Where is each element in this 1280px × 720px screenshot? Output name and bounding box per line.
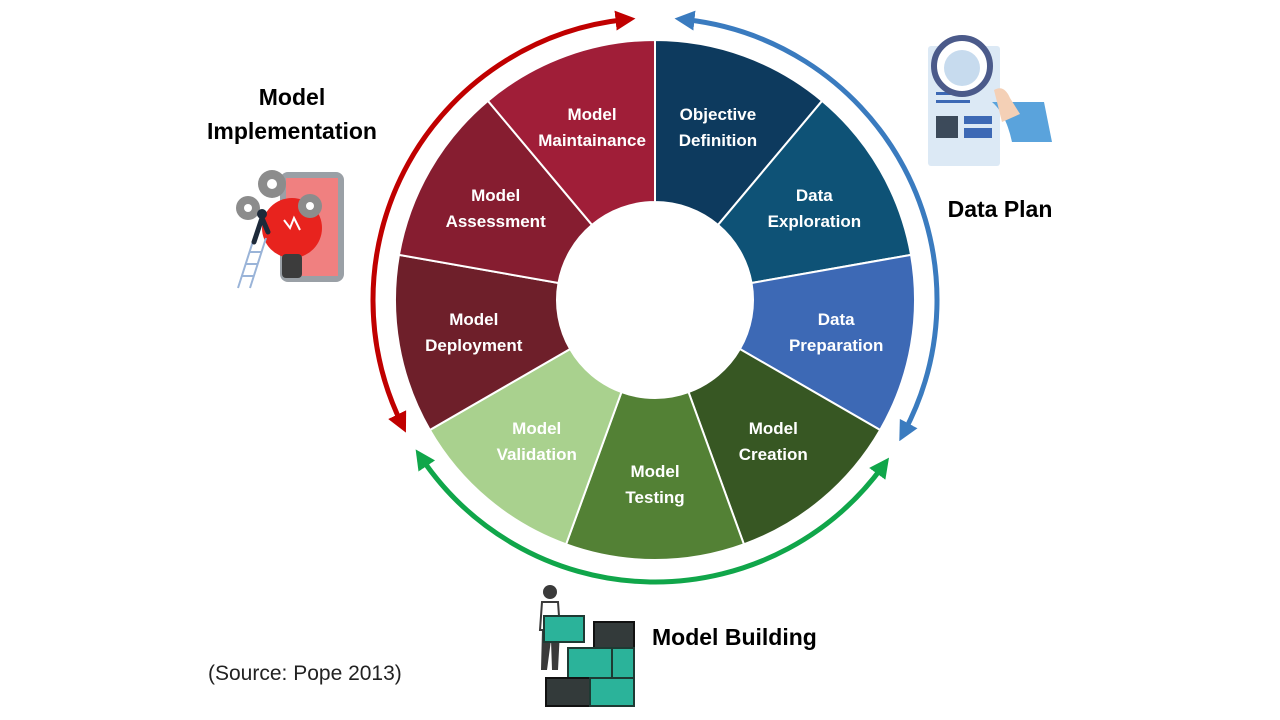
segment-label-line: Assessment	[446, 212, 547, 231]
segment-label-line: Data	[796, 186, 833, 205]
model-implementation-label-line1: Model	[258, 84, 326, 110]
model-building-arrow	[415, 449, 890, 585]
source-note: (Source: Pope 2013)	[208, 662, 402, 685]
segment-label-line: Testing	[625, 488, 684, 507]
data-plan-arrow	[674, 10, 940, 442]
segment-label-line: Deployment	[425, 336, 523, 355]
model-implementation-label-line2: Implementation	[207, 118, 377, 144]
segment-label-line: Preparation	[789, 336, 883, 355]
segment-label-line: Model	[512, 419, 561, 438]
data-plan-label: Data Plan	[947, 196, 1053, 222]
model-implementation-arrow	[370, 10, 636, 433]
segment-label-line: Model	[568, 105, 617, 124]
model-building-label: Model Building	[652, 624, 817, 650]
segment-label-line: Creation	[739, 445, 808, 464]
ring-center	[557, 202, 753, 398]
segment-label-line: Definition	[679, 131, 757, 150]
segment-label-line: Model	[630, 462, 679, 481]
segment-label-line: Exploration	[768, 212, 862, 231]
segment-label-line: Objective	[680, 105, 757, 124]
segment-label-line: Validation	[497, 445, 577, 464]
segment-label-line: Model	[449, 310, 498, 329]
magnifier-document-icon	[928, 35, 1052, 166]
segment-label-line: Maintainance	[538, 131, 646, 150]
segment-label-line: Model	[749, 419, 798, 438]
segment-label-line: Model	[471, 186, 520, 205]
model-implementation-label: Model Implementation	[196, 80, 388, 148]
segment-label-line: Data	[818, 310, 855, 329]
lightbulb-gears-icon	[236, 170, 344, 289]
building-blocks-person-icon	[538, 585, 635, 707]
